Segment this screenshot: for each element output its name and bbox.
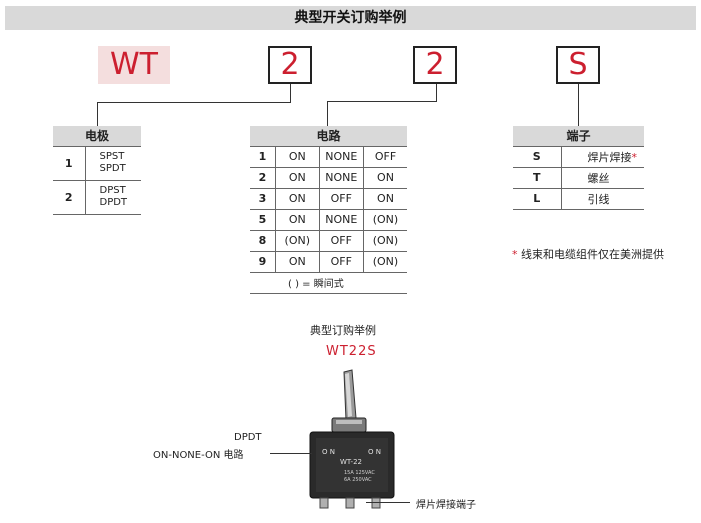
terminal-num: T bbox=[513, 167, 562, 189]
code-box-poles: 2 bbox=[268, 46, 312, 84]
connector-line bbox=[327, 101, 328, 126]
connector-line bbox=[97, 102, 291, 103]
switch-model-label: WT-22 bbox=[340, 458, 362, 466]
circuit-pos-b: OFF bbox=[319, 188, 364, 210]
terminal-value: 焊片焊接* bbox=[561, 146, 644, 168]
circuit-pos-c: (ON) bbox=[363, 251, 407, 273]
pole-value: SPST SPDT bbox=[85, 146, 141, 181]
pole-line1: SPST bbox=[99, 151, 125, 162]
footnote-text: 线束和电缆组件仅在美洲提供 bbox=[517, 248, 664, 261]
callout-dpdt: DPDT bbox=[234, 432, 262, 443]
circuit-pos-b: OFF bbox=[319, 230, 364, 252]
circuit-num: 2 bbox=[250, 167, 277, 189]
toggle-switch-photo: O N O N WT-22 15A 125VAC 6A 250VAC bbox=[309, 369, 395, 509]
circuit-pos-a: ON bbox=[275, 251, 320, 273]
circuit-pos-a: (ON) bbox=[275, 230, 320, 252]
circuit-pos-b: NONE bbox=[319, 146, 364, 168]
pole-line2: SPDT bbox=[99, 163, 126, 174]
example-title: 典型订购举例 bbox=[310, 324, 376, 337]
table-row: S 焊片焊接* bbox=[513, 146, 644, 168]
circuit-title: 电路 bbox=[250, 126, 407, 147]
terminal-value: 螺丝 bbox=[561, 167, 644, 189]
table-row: L 引线 bbox=[513, 188, 644, 210]
switch-rating-2: 6A 250VAC bbox=[344, 477, 372, 483]
circuit-pos-a: ON bbox=[275, 188, 320, 210]
circuit-pos-c: (ON) bbox=[363, 209, 407, 231]
terminal-value: 引线 bbox=[561, 188, 644, 210]
circuit-table: 电路 1 ON NONE OFF 2 ON NONE ON 3 ON OFF O… bbox=[250, 126, 407, 294]
terminal-label: 焊片焊接 bbox=[587, 150, 632, 164]
code-box-circuit: 2 bbox=[413, 46, 457, 84]
table-row: T 螺丝 bbox=[513, 167, 644, 189]
pole-line1: DPST bbox=[99, 185, 126, 196]
terminal-num: L bbox=[513, 188, 562, 210]
asterisk-mark: * bbox=[512, 248, 518, 261]
table-row: 2 DPST DPDT bbox=[53, 180, 141, 215]
connector-line bbox=[436, 84, 437, 102]
callout-circuit: ON-NONE-ON 电路 bbox=[153, 450, 244, 461]
poles-table: 电极 1 SPST SPDT 2 DPST DPDT bbox=[53, 126, 141, 215]
footnote: * 线束和电缆组件仅在美洲提供 bbox=[512, 246, 664, 262]
circuit-pos-a: ON bbox=[275, 167, 320, 189]
circuit-pos-c: (ON) bbox=[363, 230, 407, 252]
switch-rating-1: 15A 125VAC bbox=[344, 470, 375, 476]
table-row: 2 ON NONE ON bbox=[250, 167, 407, 189]
circuit-num: 9 bbox=[250, 251, 277, 273]
circuit-pos-c: ON bbox=[363, 167, 407, 189]
table-row: 3 ON OFF ON bbox=[250, 188, 407, 210]
circuit-pos-b: NONE bbox=[319, 167, 364, 189]
circuit-pos-a: ON bbox=[275, 146, 320, 168]
connector-line bbox=[97, 102, 98, 126]
circuit-pos-b: NONE bbox=[319, 209, 364, 231]
connector-line bbox=[327, 101, 437, 102]
circuit-num: 5 bbox=[250, 209, 277, 231]
example-code: WT22S bbox=[326, 344, 377, 359]
connector-line bbox=[578, 84, 579, 126]
table-row: 5 ON NONE (ON) bbox=[250, 209, 407, 231]
switch-on-left-label: O N bbox=[322, 448, 335, 456]
terminal-label: 螺丝 bbox=[587, 171, 610, 185]
callout-line bbox=[366, 502, 410, 503]
terminal-num: S bbox=[513, 146, 562, 168]
code-prefix: WT bbox=[98, 46, 170, 84]
circuit-pos-c: ON bbox=[363, 188, 407, 210]
terminal-title: 端子 bbox=[513, 126, 644, 147]
table-row: 8 (ON) OFF (ON) bbox=[250, 230, 407, 252]
callout-line bbox=[270, 453, 312, 454]
page-title: 典型开关订购举例 bbox=[5, 6, 696, 30]
table-row: 9 ON OFF (ON) bbox=[250, 251, 407, 273]
circuit-num: 8 bbox=[250, 230, 277, 252]
connector-line bbox=[290, 84, 291, 103]
circuit-pos-b: OFF bbox=[319, 251, 364, 273]
code-box-terminal: S bbox=[556, 46, 600, 84]
switch-on-right-label: O N bbox=[368, 448, 381, 456]
circuit-num: 3 bbox=[250, 188, 277, 210]
terminal-label: 引线 bbox=[587, 192, 610, 206]
circuit-note: ( ) = 瞬间式 bbox=[250, 272, 407, 294]
terminal-table: 端子 S 焊片焊接* T 螺丝 L 引线 bbox=[513, 126, 644, 210]
asterisk-mark: * bbox=[631, 150, 638, 164]
callout-terminal: 焊片焊接端子 bbox=[416, 500, 476, 511]
pole-num: 1 bbox=[53, 146, 86, 181]
pole-value: DPST DPDT bbox=[85, 180, 141, 215]
circuit-pos-a: ON bbox=[275, 209, 320, 231]
circuit-pos-c: OFF bbox=[363, 146, 407, 168]
poles-title: 电极 bbox=[53, 126, 141, 147]
circuit-num: 1 bbox=[250, 146, 277, 168]
table-row: 1 SPST SPDT bbox=[53, 146, 141, 181]
pole-line2: DPDT bbox=[99, 197, 128, 208]
pole-num: 2 bbox=[53, 180, 86, 215]
table-row: 1 ON NONE OFF bbox=[250, 146, 407, 168]
